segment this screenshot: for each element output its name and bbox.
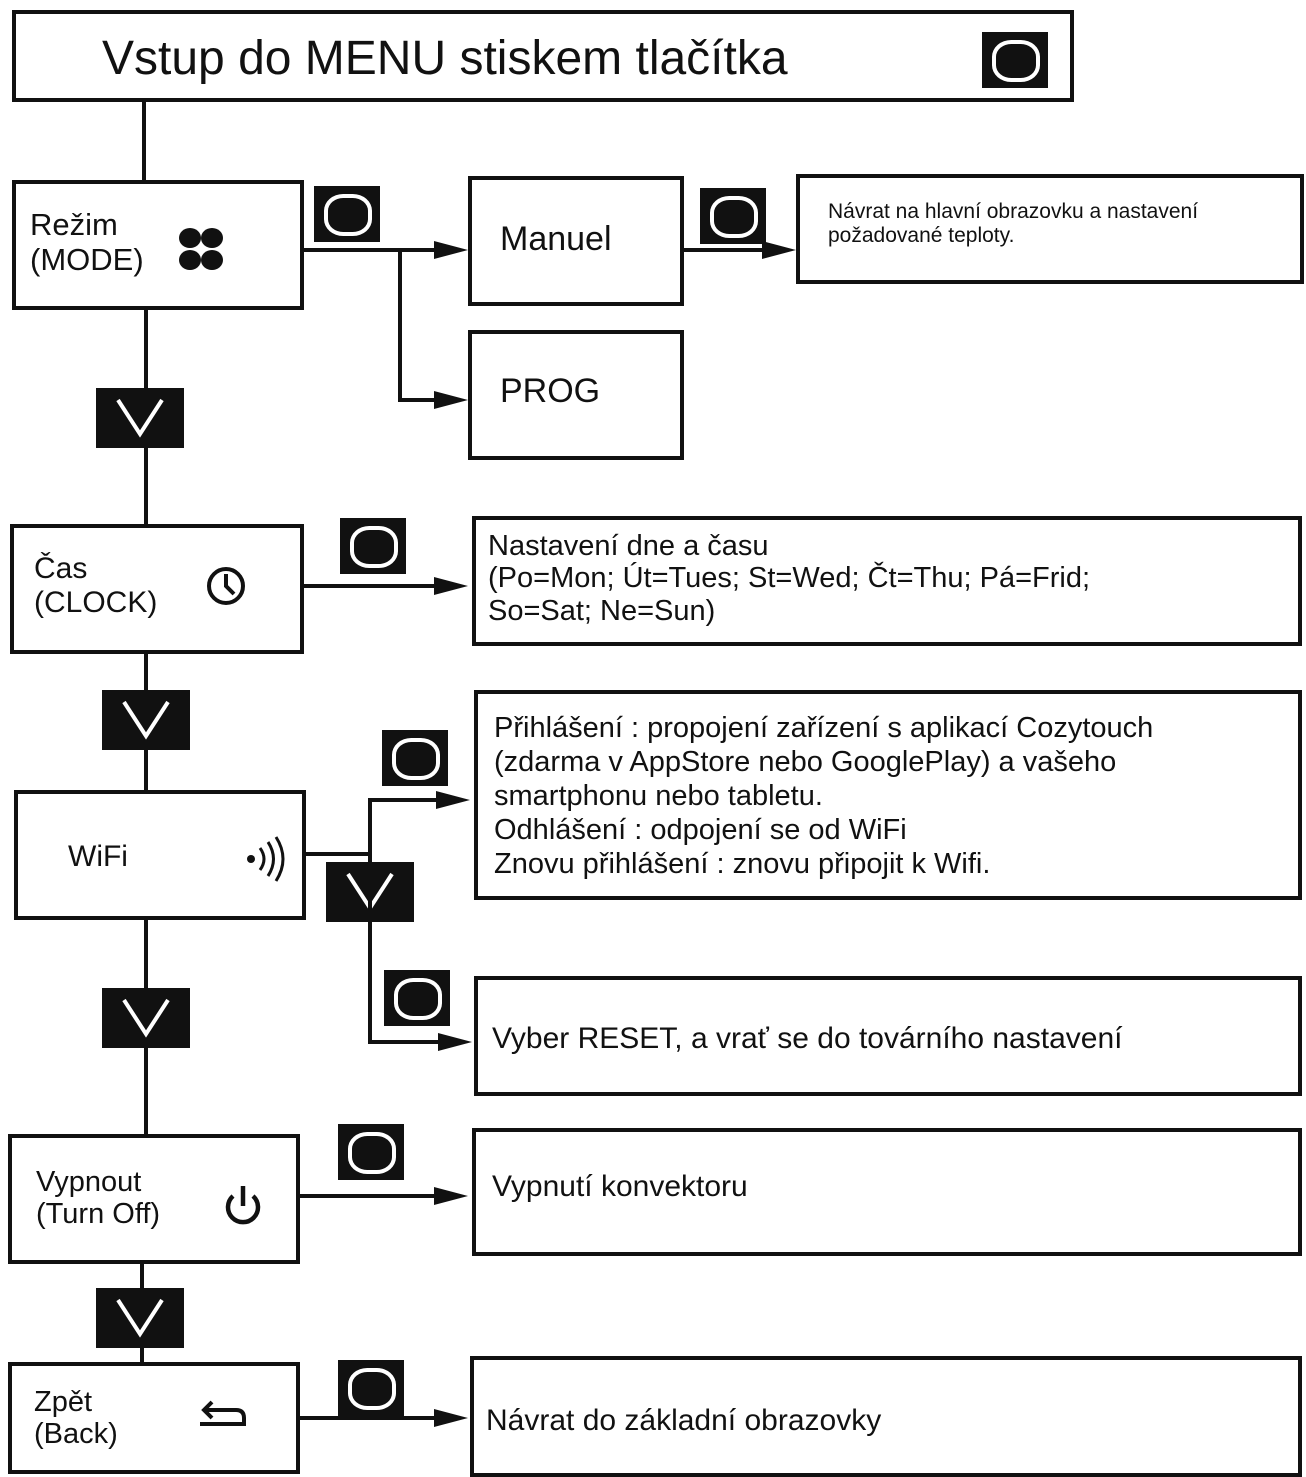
- option-label: Manuel: [500, 220, 612, 258]
- ok-button-icon: [384, 970, 450, 1026]
- description-manual: Návrat na hlavní obrazovku a nastavení p…: [796, 174, 1304, 284]
- down-arrow-icon: [102, 690, 190, 750]
- back-arrow-icon: [200, 1400, 246, 1426]
- arrow-head: [434, 241, 468, 259]
- description-text: Návrat do základní obrazovky: [486, 1404, 882, 1437]
- down-arrow-icon: [102, 988, 190, 1048]
- connector: [368, 1040, 438, 1044]
- description-text: Vypnutí konvektoru: [492, 1170, 748, 1203]
- description-back: Návrat do základní obrazovky: [470, 1356, 1302, 1477]
- menu-item-mode: Režim (MODE): [12, 180, 304, 310]
- wifi-icon: [247, 836, 285, 882]
- arrow-head: [434, 577, 468, 595]
- arrow-head: [434, 1187, 468, 1205]
- connector: [684, 248, 762, 252]
- description-turn-off: Vypnutí konvektoru: [472, 1128, 1302, 1256]
- menu-item-label: WiFi: [68, 840, 128, 873]
- option-manual: Manuel: [468, 176, 684, 306]
- menu-item-label: Režim (MODE): [30, 207, 144, 277]
- connector: [306, 852, 372, 856]
- description-reset: Vyber RESET, a vrať se do továrního nast…: [474, 976, 1302, 1096]
- clock-icon: [207, 567, 245, 605]
- arrow-head: [438, 1033, 472, 1051]
- connector: [398, 250, 402, 402]
- description-text: Návrat na hlavní obrazovku a nastavení p…: [828, 200, 1199, 247]
- menu-item-label: Zpět (Back): [34, 1386, 118, 1451]
- down-arrow-icon: [96, 1288, 184, 1348]
- arrow-head: [434, 1409, 468, 1427]
- connector: [304, 248, 434, 252]
- down-arrow-icon: [96, 388, 184, 448]
- ok-button-icon: [340, 518, 406, 574]
- ok-button-icon: [700, 188, 766, 244]
- connector: [300, 1194, 434, 1198]
- menu-item-label: Vypnout (Turn Off): [36, 1166, 161, 1231]
- arrow-head: [434, 391, 468, 409]
- menu-item-wifi: WiFi: [14, 790, 306, 920]
- connector: [368, 798, 436, 802]
- option-prog: PROG: [468, 330, 684, 460]
- connector: [142, 100, 146, 182]
- ok-button-icon: [382, 730, 448, 786]
- menu-item-label: Čas (CLOCK): [34, 552, 158, 619]
- ok-button-icon: [338, 1360, 404, 1416]
- menu-item-clock: Čas (CLOCK): [10, 524, 304, 654]
- ok-button-icon: [982, 32, 1048, 88]
- description-wifi: Přihlášení : propojení zařízení s aplika…: [474, 690, 1302, 900]
- menu-item-back: Zpět (Back): [8, 1362, 300, 1474]
- ok-button-icon: [314, 186, 380, 242]
- description-clock: Nastavení dne a času (Po=Mon; Út=Tues; S…: [472, 516, 1302, 646]
- option-label: PROG: [500, 372, 601, 410]
- mode-icon: [179, 228, 223, 270]
- menu-entry-header: Vstup do MENU stiskem tlačítka: [12, 10, 1074, 102]
- connector: [304, 584, 434, 588]
- connector: [398, 398, 434, 402]
- ok-button-icon: [338, 1124, 404, 1180]
- connector: [368, 798, 372, 1044]
- description-text: Vyber RESET, a vrať se do továrního nast…: [492, 1022, 1123, 1055]
- arrow-head: [762, 241, 796, 259]
- power-icon: [225, 1186, 261, 1225]
- page-title: Vstup do MENU stiskem tlačítka: [102, 32, 788, 85]
- connector: [300, 1416, 434, 1420]
- description-text: Nastavení dne a času (Po=Mon; Út=Tues; S…: [488, 530, 1091, 627]
- description-text: Přihlášení : propojení zařízení s aplika…: [494, 712, 1154, 880]
- arrow-head: [436, 791, 470, 809]
- menu-item-turn-off: Vypnout (Turn Off): [8, 1134, 300, 1264]
